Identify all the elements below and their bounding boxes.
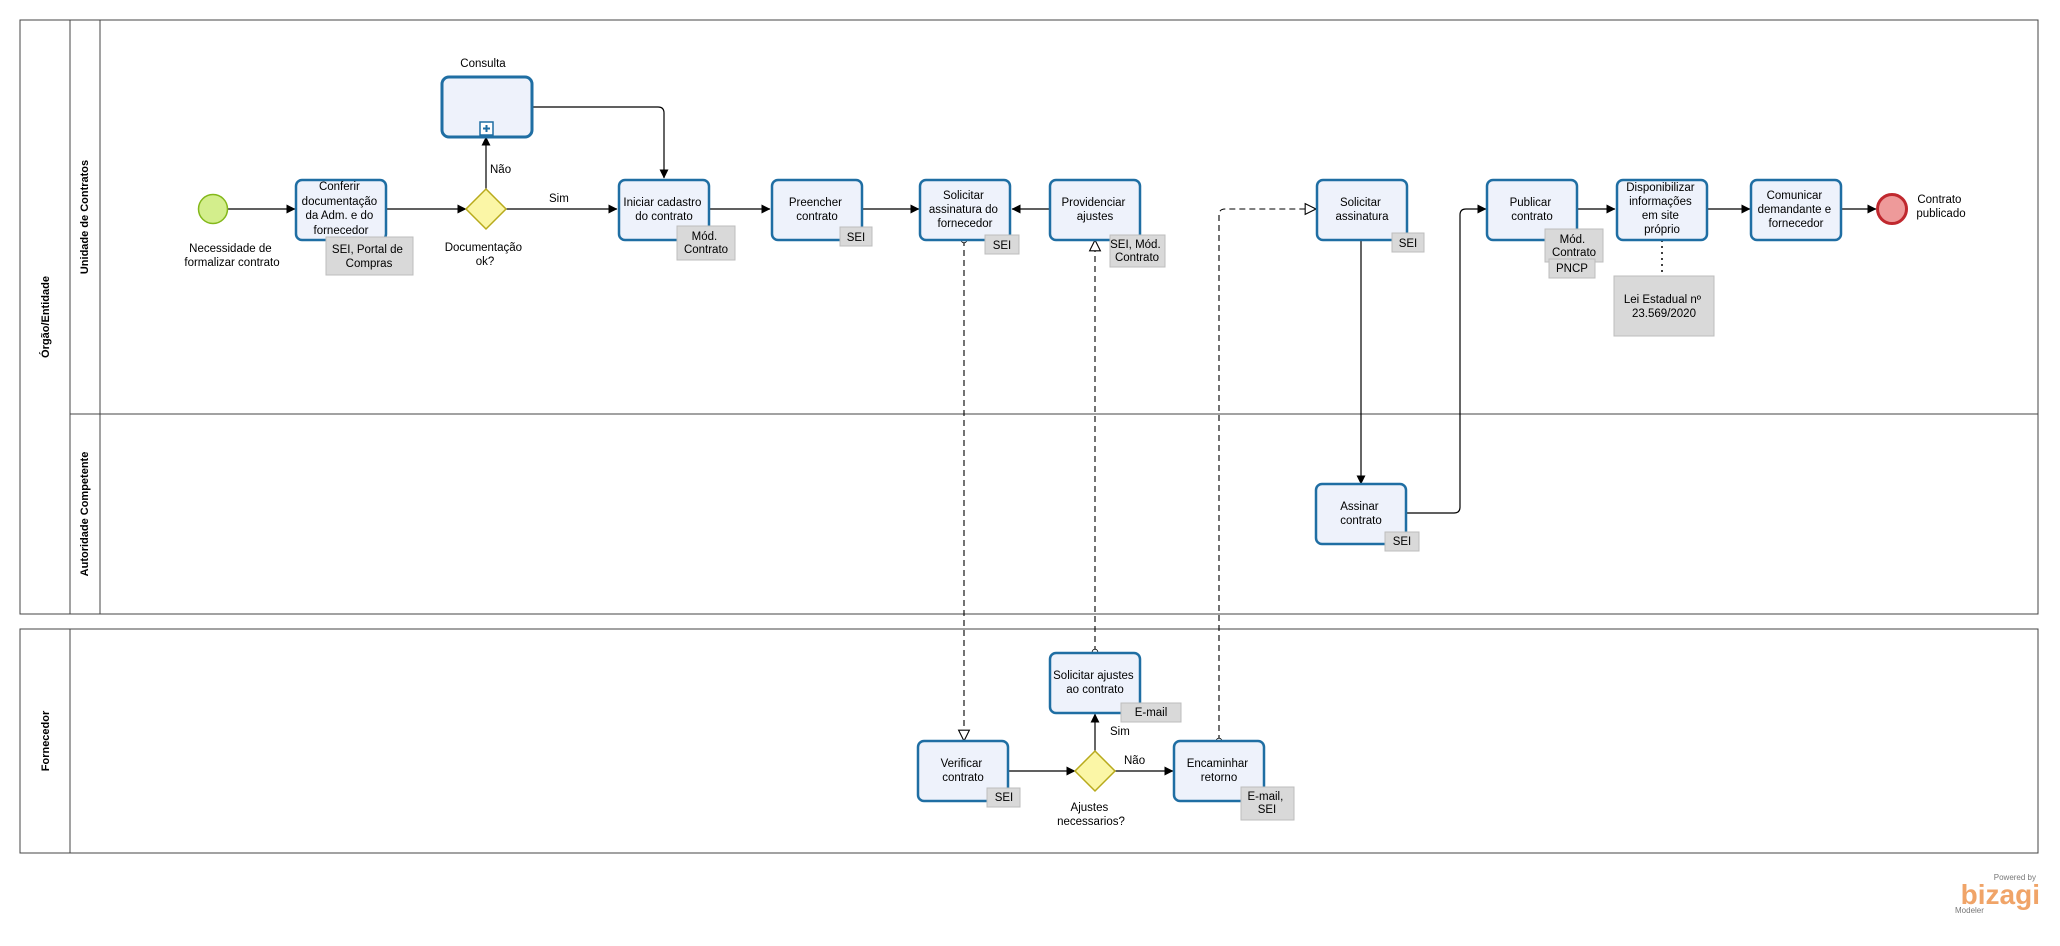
annotation-assinar: SEI: [1384, 531, 1420, 552]
gateway-documentacao: Documentação ok?: [445, 187, 526, 268]
sequence-flows: [228, 106, 1877, 776]
svg-text:Disponibilizar informaçõ: Disponibilizar informações em site própr…: [1626, 182, 1698, 236]
svg-text:SEI: SEI: [993, 240, 1012, 252]
end-event: Contrato publicado: [1876, 193, 1966, 225]
lane-unidade-label: Unidade de Contratos: [79, 160, 91, 274]
svg-text:Assinar contrato: Assinar contrato: [1340, 501, 1382, 527]
svg-text:Ajustes necessarios?: Ajustes necessarios?: [1057, 802, 1125, 828]
svg-text:SEI: SEI: [847, 232, 866, 244]
annotation-solicitar-assinatura: SEI: [1391, 232, 1425, 253]
task-conferir[interactable]: Conferir documentação da Adm. e do forne…: [294, 178, 388, 242]
svg-text:Publicar contrato: Publicar contrato: [1510, 197, 1555, 223]
svg-text:Necessidade de formaliza: Necessidade de formalizar contrato: [184, 243, 279, 269]
annotation-lei: Lei Estadual nº 23.569/2020: [1613, 275, 1715, 337]
svg-text:Mód. Contrato: Mód. Contrato: [1552, 234, 1596, 259]
svg-text:SEI, Portal de Compras: SEI, Portal de Compras: [332, 244, 406, 270]
svg-text:bizagi: bizagi: [1961, 879, 2040, 910]
svg-text:Contrato publicado: Contrato publicado: [1916, 194, 1965, 220]
svg-text:Preencher contrato: Preencher contrato: [789, 197, 845, 223]
svg-text:Mód. Contrato: Mód. Contrato: [684, 231, 728, 256]
svg-text:Powered by: Powered by: [1994, 873, 2036, 882]
subprocess-consulta[interactable]: Consulta: [440, 58, 534, 139]
lane-autoridade-label: Autoridade Competente: [79, 452, 91, 577]
task-assinar-contrato[interactable]: Assinar contrato: [1314, 482, 1408, 546]
task-preencher[interactable]: Preencher contrato: [770, 178, 864, 242]
message-flows: [964, 209, 1316, 741]
annotation-verificar: SEI: [986, 787, 1021, 808]
flow-label-nao: Não: [1124, 755, 1145, 767]
start-event: Necessidade de formalizar contrato: [184, 193, 280, 269]
svg-text:Consulta: Consulta: [460, 58, 506, 70]
annotation-encaminhar: E-mail, SEI: [1240, 786, 1295, 821]
pool-fornecedor: Fornecedor: [19, 628, 2039, 854]
svg-text:Encaminhar retorno: Encaminhar retorno: [1187, 758, 1252, 784]
annotation-publicar-pncp: PNCP: [1548, 258, 1596, 279]
task-verificar-contrato[interactable]: Verificar contrato: [916, 739, 1010, 803]
task-solicitar-assinatura[interactable]: Solicitar assinatura: [1315, 178, 1409, 242]
task-comunicar[interactable]: Comunicar demandante e fornecedor: [1749, 178, 1843, 242]
flow-label-nao: Não: [490, 164, 511, 176]
svg-text:SEI, Mód. Contrato: SEI, Mód. Contrato: [1110, 239, 1164, 264]
task-disponibilizar[interactable]: Disponibilizar informações em site própr…: [1615, 178, 1709, 242]
pool-orgao: Órgão/Entidade Unidade de Contratos Auto…: [19, 19, 2039, 615]
bizagi-logo: Powered by bizagi Modeler: [1955, 873, 2040, 915]
flow-label-sim: Sim: [1110, 726, 1130, 738]
svg-text:Documentação ok?: Documentação ok?: [445, 242, 526, 268]
annotation-publicar-mod: Mód. Contrato: [1544, 228, 1604, 263]
task-publicar-contrato[interactable]: Publicar contrato: [1485, 178, 1579, 242]
svg-text:Solicitar ajustes ao con: Solicitar ajustes ao contrato: [1053, 670, 1137, 696]
task-providenciar-ajustes[interactable]: Providenciar ajustes: [1048, 178, 1142, 242]
svg-text:E-mail, SEI: E-mail, SEI: [1248, 791, 1287, 816]
task-solicitar-assinatura-fornecedor[interactable]: Solicitar assinatura do fornecedor: [918, 178, 1012, 242]
svg-text:SEI: SEI: [995, 792, 1014, 804]
svg-text:SEI: SEI: [1393, 536, 1412, 548]
svg-text:Conferir documentação: Conferir documentação da Adm. e do forne…: [302, 181, 381, 237]
svg-text:Providenciar ajustes: Providenciar ajustes: [1061, 197, 1128, 223]
task-iniciar-cadastro[interactable]: Iniciar cadastro do contrato: [617, 178, 711, 242]
annotation-solicitar-fornecedor: SEI: [984, 234, 1020, 255]
svg-text:Solicitar assinatura: Solicitar assinatura: [1335, 197, 1389, 223]
svg-text:Solicitar assinatura do: Solicitar assinatura do fornecedor: [929, 190, 1001, 230]
pool-fornecedor-label: Fornecedor: [40, 710, 52, 771]
annotation-iniciar: Mód. Contrato: [676, 225, 736, 261]
annotation-providenciar: SEI, Mód. Contrato: [1109, 234, 1166, 268]
svg-text:SEI: SEI: [1399, 238, 1418, 250]
svg-text:Modeler: Modeler: [1955, 906, 1984, 915]
flow-label-sim: Sim: [549, 193, 569, 205]
svg-text:Comunicar demandante e: Comunicar demandante e fornecedor: [1758, 190, 1835, 230]
task-encaminhar-retorno[interactable]: Encaminhar retorno: [1172, 739, 1266, 803]
task-solicitar-ajustes[interactable]: Solicitar ajustes ao contrato: [1048, 651, 1142, 715]
gateway-ajustes: Ajustes necessarios?: [1057, 749, 1125, 828]
svg-text:E-mail: E-mail: [1135, 707, 1168, 719]
annotation-preencher: SEI: [839, 226, 873, 247]
annotation-solicitar-ajustes: E-mail: [1120, 702, 1182, 723]
svg-text:PNCP: PNCP: [1556, 263, 1588, 275]
svg-text:Lei Estadual nº 23.569/2: Lei Estadual nº 23.569/2020: [1624, 294, 1704, 320]
svg-text:Iniciar cadastro do cont: Iniciar cadastro do contrato: [623, 197, 704, 223]
pool-orgao-label: Órgão/Entidade: [39, 276, 52, 358]
svg-text:Verificar contrato: Verificar contrato: [941, 758, 986, 784]
annotation-conferir: SEI, Portal de Compras: [325, 236, 414, 276]
